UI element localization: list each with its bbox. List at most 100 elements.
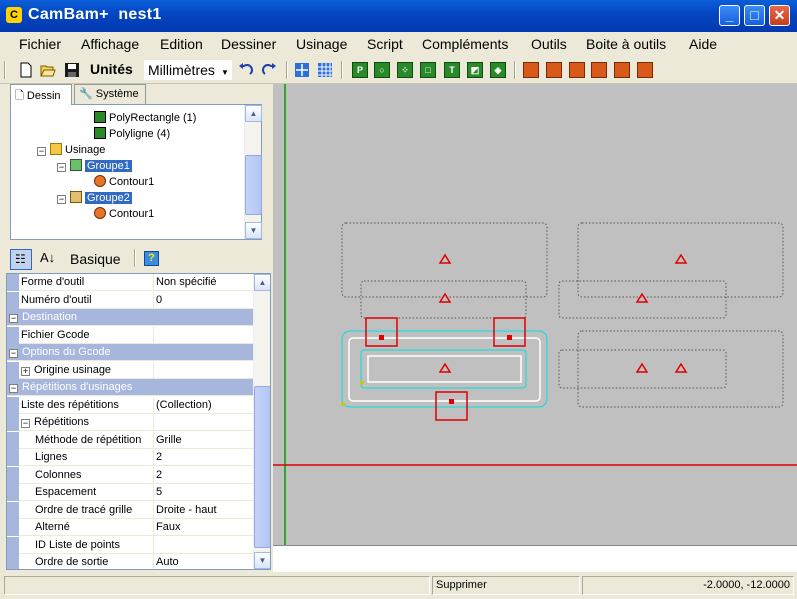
tree-item[interactable]: PolyRectangle (1) <box>94 110 196 126</box>
property-value[interactable]: (Collection) <box>156 398 212 411</box>
menu-affichage[interactable]: Affichage <box>81 36 140 52</box>
3d-machining-icon[interactable] <box>637 62 653 78</box>
property-value[interactable]: Faux <box>156 521 181 533</box>
property-scrollbar[interactable]: ▲ ▼ <box>253 274 270 569</box>
collapse-icon[interactable]: − <box>37 146 46 156</box>
points-tool-icon[interactable]: ⁘ <box>397 62 413 78</box>
drawing-area[interactable] <box>273 84 797 545</box>
scroll-thumb[interactable] <box>245 155 262 215</box>
circle-tool-icon[interactable]: ○ <box>374 62 390 78</box>
minimize-button[interactable]: _ <box>719 5 740 26</box>
collapse-icon[interactable]: − <box>9 383 18 393</box>
property-value[interactable] <box>155 537 255 554</box>
menu-edition[interactable]: Edition <box>160 36 203 52</box>
scroll-up-icon[interactable]: ▲ <box>245 105 262 122</box>
menu-boite-a-outils[interactable]: Boite à outils <box>586 36 667 52</box>
property-category[interactable]: −Options du Gcode <box>7 344 255 361</box>
engrave-machining-icon[interactable] <box>591 62 607 78</box>
text-tool-icon[interactable]: T <box>444 62 460 78</box>
menu-fichier[interactable]: Fichier <box>19 36 62 52</box>
categorized-view-button[interactable]: ☷ <box>10 249 32 270</box>
alphabetical-sort-icon[interactable]: A↓ <box>40 250 56 265</box>
selection-handle[interactable] <box>365 317 398 347</box>
pocket-machining-icon[interactable] <box>546 62 562 78</box>
redo-icon[interactable] <box>261 62 277 78</box>
close-button[interactable]: ✕ <box>769 5 790 26</box>
menu-usinage[interactable]: Usinage <box>296 36 348 52</box>
tab-dessin[interactable]: 🗋 Dessin <box>10 84 72 105</box>
property-row[interactable]: Fichier Gcode <box>7 326 255 344</box>
expand-icon[interactable]: − <box>21 418 30 428</box>
toolpath-outer[interactable] <box>341 330 548 408</box>
polyline-shape[interactable] <box>367 355 522 383</box>
collapse-icon[interactable]: − <box>57 194 66 204</box>
property-category[interactable]: −Destination <box>7 309 255 326</box>
collapse-icon[interactable]: − <box>9 313 18 323</box>
scroll-up-icon[interactable]: ▲ <box>254 274 270 291</box>
tree-item[interactable]: Contour1 <box>94 174 154 190</box>
menu-outils[interactable]: Outils <box>531 36 567 52</box>
drawing-canvas[interactable] <box>273 84 797 545</box>
save-icon[interactable] <box>64 62 80 78</box>
snap-to-grid-icon[interactable] <box>294 62 310 78</box>
expand-icon[interactable]: + <box>21 365 30 376</box>
property-row[interactable]: ID Liste de points <box>7 536 255 554</box>
property-value[interactable]: Non spécifié <box>156 276 217 288</box>
menu-aide[interactable]: Aide <box>689 36 718 52</box>
profile-machining-icon[interactable] <box>523 62 539 78</box>
property-value[interactable]: Droite - haut <box>156 503 217 516</box>
property-row[interactable]: −Répétitions <box>7 414 255 431</box>
property-row[interactable]: +Origine usinage <box>7 361 255 379</box>
scroll-down-icon[interactable]: ▼ <box>245 222 262 239</box>
view-mode-label[interactable]: Basique <box>70 251 121 267</box>
tree-scrollbar[interactable]: ▲ ▼ <box>244 105 262 239</box>
property-value[interactable]: 2 <box>156 468 163 481</box>
tree-item[interactable]: Polyligne (4) <box>94 126 170 142</box>
scroll-down-icon[interactable]: ▼ <box>254 552 270 569</box>
collapse-icon[interactable]: − <box>57 162 66 172</box>
selection-handle[interactable] <box>435 391 468 421</box>
property-value[interactable]: Auto <box>156 556 179 568</box>
open-folder-icon[interactable] <box>40 62 56 78</box>
tree-item[interactable]: −Groupe1 <box>57 158 132 174</box>
rectangle-shape[interactable] <box>348 337 541 402</box>
tab-systeme[interactable]: 🔧 Système <box>74 84 146 104</box>
undo-icon[interactable] <box>238 62 254 78</box>
units-select[interactable]: Millimètres▼ <box>144 60 232 80</box>
property-value[interactable]: 0 <box>156 293 163 306</box>
grid-icon[interactable] <box>317 62 333 78</box>
property-value[interactable] <box>155 327 255 344</box>
menu-dessiner[interactable]: Dessiner <box>221 36 277 52</box>
menu-script[interactable]: Script <box>367 36 403 52</box>
new-file-icon[interactable] <box>18 62 34 78</box>
property-category[interactable]: −Répétitions d'usinages <box>7 379 255 396</box>
polyline-tool-icon[interactable]: P <box>352 62 368 78</box>
tree-item[interactable]: −Usinage <box>37 142 105 158</box>
property-value[interactable] <box>155 362 255 379</box>
property-value[interactable]: 2 <box>156 451 163 463</box>
toolpath-inner[interactable] <box>360 349 527 389</box>
rectangle-tool-icon[interactable]: □ <box>420 62 436 78</box>
region-tool-icon[interactable]: ◩ <box>467 62 483 78</box>
selection-handle[interactable] <box>493 317 526 347</box>
property-value[interactable]: 5 <box>156 486 163 498</box>
property-value[interactable]: Grille <box>156 433 182 446</box>
tree-item[interactable]: −Groupe2 <box>57 190 132 206</box>
surface-3d-tool-icon[interactable]: ◈ <box>490 62 506 78</box>
property-row[interactable]: Liste des répétitions(Collection) <box>7 396 255 414</box>
drill-machining-icon[interactable] <box>569 62 585 78</box>
lathe-machining-icon[interactable] <box>614 62 630 78</box>
menu-complements[interactable]: Compléments <box>422 36 509 52</box>
help-icon[interactable]: ? <box>144 251 159 266</box>
maximize-button[interactable]: □ <box>744 5 765 26</box>
collapse-icon[interactable]: − <box>9 348 18 358</box>
